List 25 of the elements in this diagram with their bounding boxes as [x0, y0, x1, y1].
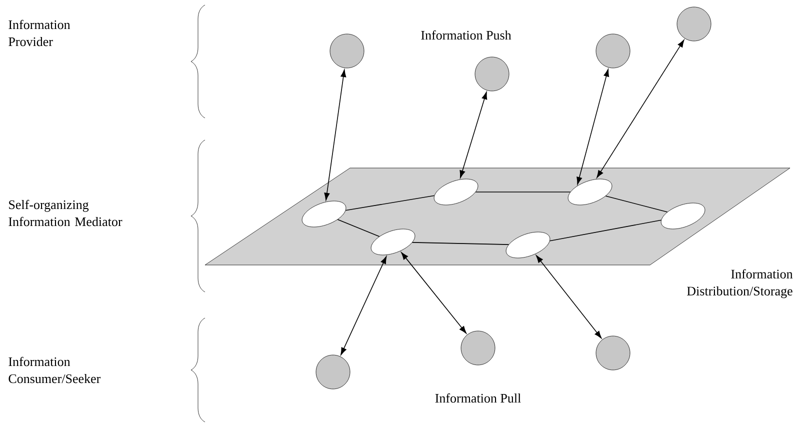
agent-circle: [460, 330, 496, 366]
link-line: [549, 220, 662, 242]
double-arrow: [324, 69, 346, 200]
double-arrow: [460, 92, 488, 178]
double-arrow: [596, 40, 684, 178]
side-label: Information Consumer/Seeker: [8, 356, 101, 384]
double-arrow: [576, 69, 610, 185]
agent-circle: [316, 354, 350, 390]
agent-circle: [676, 6, 712, 42]
link-line: [605, 196, 668, 212]
agent-circle: [596, 34, 630, 68]
node-label: Information Distribution/Storage: [687, 269, 793, 298]
double-arrow: [401, 252, 466, 334]
flow-label: Information Push: [421, 30, 512, 40]
agent-circle: [330, 34, 364, 68]
link-line: [412, 242, 510, 245]
double-arrow: [340, 256, 387, 356]
agent-circle: [596, 336, 630, 370]
double-arrow: [536, 255, 602, 338]
link-line: [337, 219, 380, 237]
side-label: Information Provider: [8, 20, 70, 46]
side-label: Self-organizing Information Mediator: [8, 200, 122, 226]
agent-circle: [474, 56, 510, 92]
link-line: [345, 195, 435, 211]
flow-label: Information Pull: [435, 393, 521, 403]
